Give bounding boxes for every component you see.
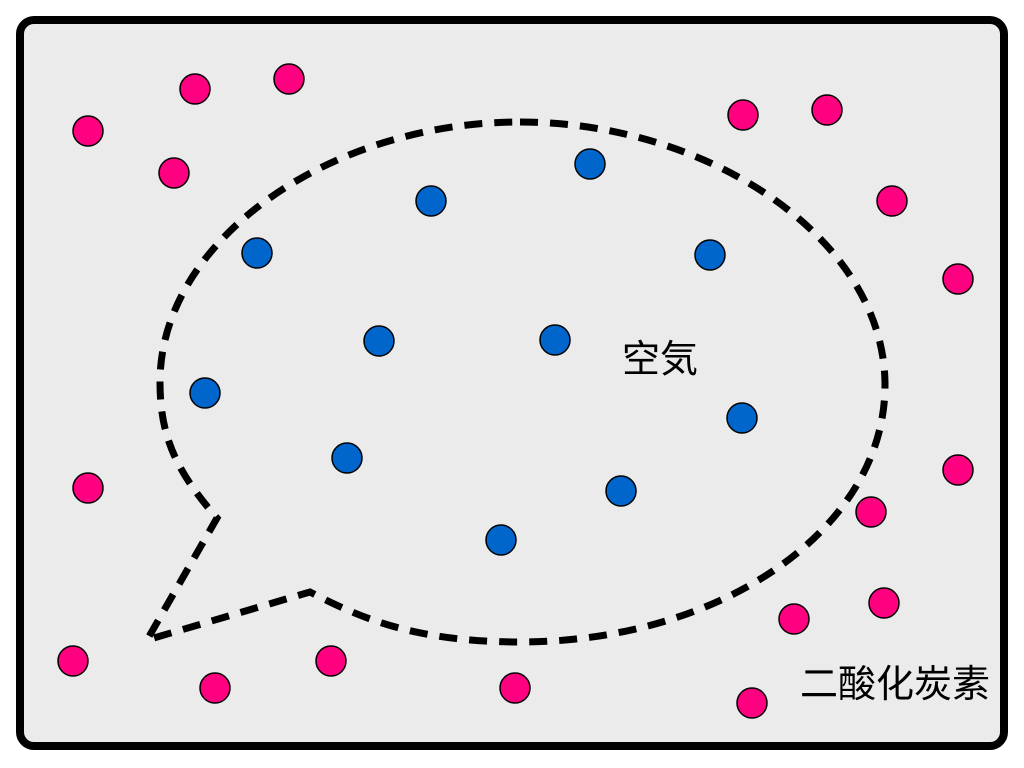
co2-particle: [273, 63, 305, 95]
co2-particle: [876, 185, 908, 217]
co2-particles: [57, 63, 974, 719]
co2-particle: [727, 99, 759, 131]
air-region-boundary: [139, 118, 889, 646]
co2-label: 二酸化炭素: [800, 662, 990, 706]
co2-particle: [179, 73, 211, 105]
co2-particle: [736, 687, 768, 719]
diagram-frame: [16, 16, 1008, 750]
co2-particle: [778, 603, 810, 635]
air-particle: [189, 377, 221, 409]
air-label: 空気: [622, 337, 698, 381]
air-particle: [694, 239, 726, 271]
co2-particle: [72, 115, 104, 147]
co2-particle: [315, 645, 347, 677]
co2-particle: [57, 645, 89, 677]
air-particle: [363, 325, 395, 357]
air-particle: [605, 475, 637, 507]
co2-particle: [158, 157, 190, 189]
air-particle: [726, 402, 758, 434]
air-particle: [415, 185, 447, 217]
co2-particle: [868, 587, 900, 619]
air-particles: [189, 148, 758, 556]
co2-particle: [811, 94, 843, 126]
air-particle: [331, 442, 363, 474]
co2-particle: [942, 454, 974, 486]
co2-particle: [499, 672, 531, 704]
co2-particle: [942, 263, 974, 295]
co2-particle: [72, 472, 104, 504]
air-particle: [241, 237, 273, 269]
co2-particle: [855, 496, 887, 528]
air-particle: [574, 148, 606, 180]
air-particle: [485, 524, 517, 556]
co2-particle: [199, 672, 231, 704]
air-particle: [539, 324, 571, 356]
